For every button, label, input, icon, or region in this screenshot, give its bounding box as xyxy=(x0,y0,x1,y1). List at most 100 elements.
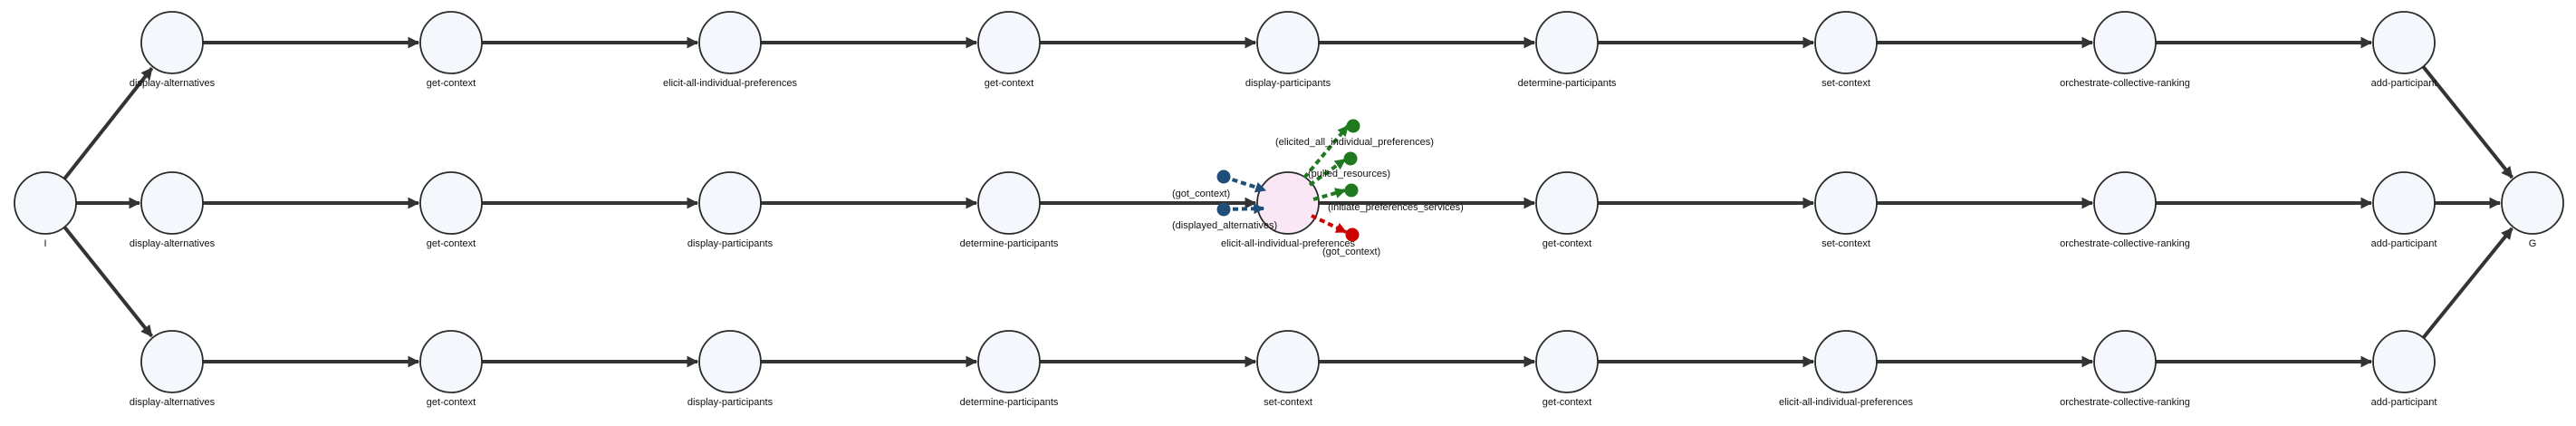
action-node: display-participants xyxy=(687,171,774,249)
action-node: display-alternatives xyxy=(130,171,216,249)
node-label: elicit-all-individual-preferences xyxy=(1221,238,1355,249)
positive-effect-dot xyxy=(1343,151,1358,166)
node-label: display-participants xyxy=(687,238,774,249)
action-node: get-context xyxy=(1535,171,1599,249)
focus-action-node: elicit-all-individual-preferences xyxy=(1221,171,1355,249)
focus-detail: (got_context) (displayed_alternatives) (el… xyxy=(1172,119,1464,257)
node-label: orchestrate-collective-ranking xyxy=(2060,78,2190,89)
action-node: orchestrate-collective-ranking xyxy=(2060,171,2190,249)
node-label: get-context xyxy=(1543,397,1591,408)
start-node: I xyxy=(14,171,77,249)
effect-link xyxy=(1302,124,1350,179)
node-circle xyxy=(698,11,762,74)
positive-effect-label: (pulled_resources) xyxy=(1308,169,1390,179)
node-label: get-context xyxy=(427,78,476,89)
edge-goal-bottom_row xyxy=(2421,227,2514,339)
positive-effect-dot xyxy=(1344,183,1359,198)
node-label: display-participants xyxy=(687,397,774,408)
node-circle xyxy=(1535,11,1599,74)
action-node: elicit-all-individual-preferences xyxy=(1779,330,1913,408)
node-label: add-participant xyxy=(2371,397,2437,408)
node-circle xyxy=(1535,330,1599,393)
node-label: orchestrate-collective-ranking xyxy=(2060,397,2190,408)
negative-effect-dot xyxy=(1345,228,1360,242)
node-label: display-alternatives xyxy=(130,397,216,408)
node-label: get-context xyxy=(985,78,1033,89)
node-circle xyxy=(140,330,204,393)
node-circle xyxy=(2093,171,2157,235)
action-node: set-context xyxy=(1814,11,1878,89)
node-label: elicit-all-individual-preferences xyxy=(1779,397,1913,408)
action-node: add-participant xyxy=(2371,330,2437,408)
precondition-dot xyxy=(1216,202,1231,217)
node-label: add-participant xyxy=(2371,78,2437,89)
node-circle xyxy=(698,171,762,235)
effect-link xyxy=(1312,188,1347,201)
edge-goal-top_row xyxy=(2421,65,2514,179)
node-label: set-context xyxy=(1264,397,1312,408)
precondition-label: (displayed_alternatives) xyxy=(1172,220,1277,231)
precondition-link xyxy=(1223,203,1265,215)
positive-effect-dot xyxy=(1346,119,1360,133)
action-node: determine-participants xyxy=(960,171,1059,249)
node-label: orchestrate-collective-ranking xyxy=(2060,238,2190,249)
node-label: get-context xyxy=(427,238,476,249)
node-label: elicit-all-individual-preferences xyxy=(663,78,797,89)
node-circle xyxy=(419,330,483,393)
positive-effect-label: (elicited_all_individual_preferences) xyxy=(1275,137,1434,148)
action-node: add-participant xyxy=(2371,171,2437,249)
node-label: display-alternatives xyxy=(130,78,216,89)
node-circle xyxy=(2093,330,2157,393)
action-node: get-context xyxy=(1535,330,1599,408)
node-circle xyxy=(2093,11,2157,74)
action-node: elicit-all-individual-preferences xyxy=(663,11,797,89)
node-circle xyxy=(1814,330,1878,393)
node-circle xyxy=(1535,171,1599,235)
node-circle xyxy=(2372,11,2436,74)
effect-link xyxy=(1311,214,1348,234)
action-node: add-participant xyxy=(2371,11,2437,89)
action-node: display-alternatives xyxy=(130,11,216,89)
action-node: orchestrate-collective-ranking xyxy=(2060,11,2190,89)
effect-link xyxy=(1308,158,1347,187)
node-circle xyxy=(1256,330,1320,393)
action-node: determine-participants xyxy=(960,330,1059,408)
action-node: orchestrate-collective-ranking xyxy=(2060,330,2190,408)
node-circle xyxy=(2372,171,2436,235)
node-label: I xyxy=(43,238,46,249)
action-node: get-context xyxy=(419,330,483,408)
node-circle xyxy=(1814,171,1878,235)
node-label: set-context xyxy=(1821,78,1870,89)
positive-effect-label: (initiate_preferences_services) xyxy=(1328,202,1464,213)
precondition-link xyxy=(1223,175,1267,193)
node-label: get-context xyxy=(427,397,476,408)
action-node: display-alternatives xyxy=(130,330,216,408)
node-circle xyxy=(1256,171,1320,235)
node-circle xyxy=(977,171,1041,235)
action-node: set-context xyxy=(1814,171,1878,249)
action-node: get-context xyxy=(419,171,483,249)
node-label: add-participant xyxy=(2371,238,2437,249)
action-node: get-context xyxy=(977,11,1041,89)
node-label: determine-participants xyxy=(960,397,1059,408)
negative-effect-label: (got_context) xyxy=(1322,247,1380,257)
node-circle xyxy=(419,11,483,74)
goal-node: G xyxy=(2501,171,2564,249)
action-node: set-context xyxy=(1256,330,1320,408)
action-node: determine-participants xyxy=(1518,11,1617,89)
node-circle xyxy=(977,330,1041,393)
node-label: get-context xyxy=(1543,238,1591,249)
action-node: get-context xyxy=(419,11,483,89)
node-circle xyxy=(140,171,204,235)
precondition-dot xyxy=(1216,169,1231,184)
node-circle xyxy=(2501,171,2564,235)
edges-layer xyxy=(62,36,2514,368)
node-circle xyxy=(698,330,762,393)
node-label: G xyxy=(2529,238,2537,249)
node-circle xyxy=(2372,330,2436,393)
node-circle xyxy=(419,171,483,235)
node-circle xyxy=(140,11,204,74)
node-label: display-participants xyxy=(1245,78,1331,89)
